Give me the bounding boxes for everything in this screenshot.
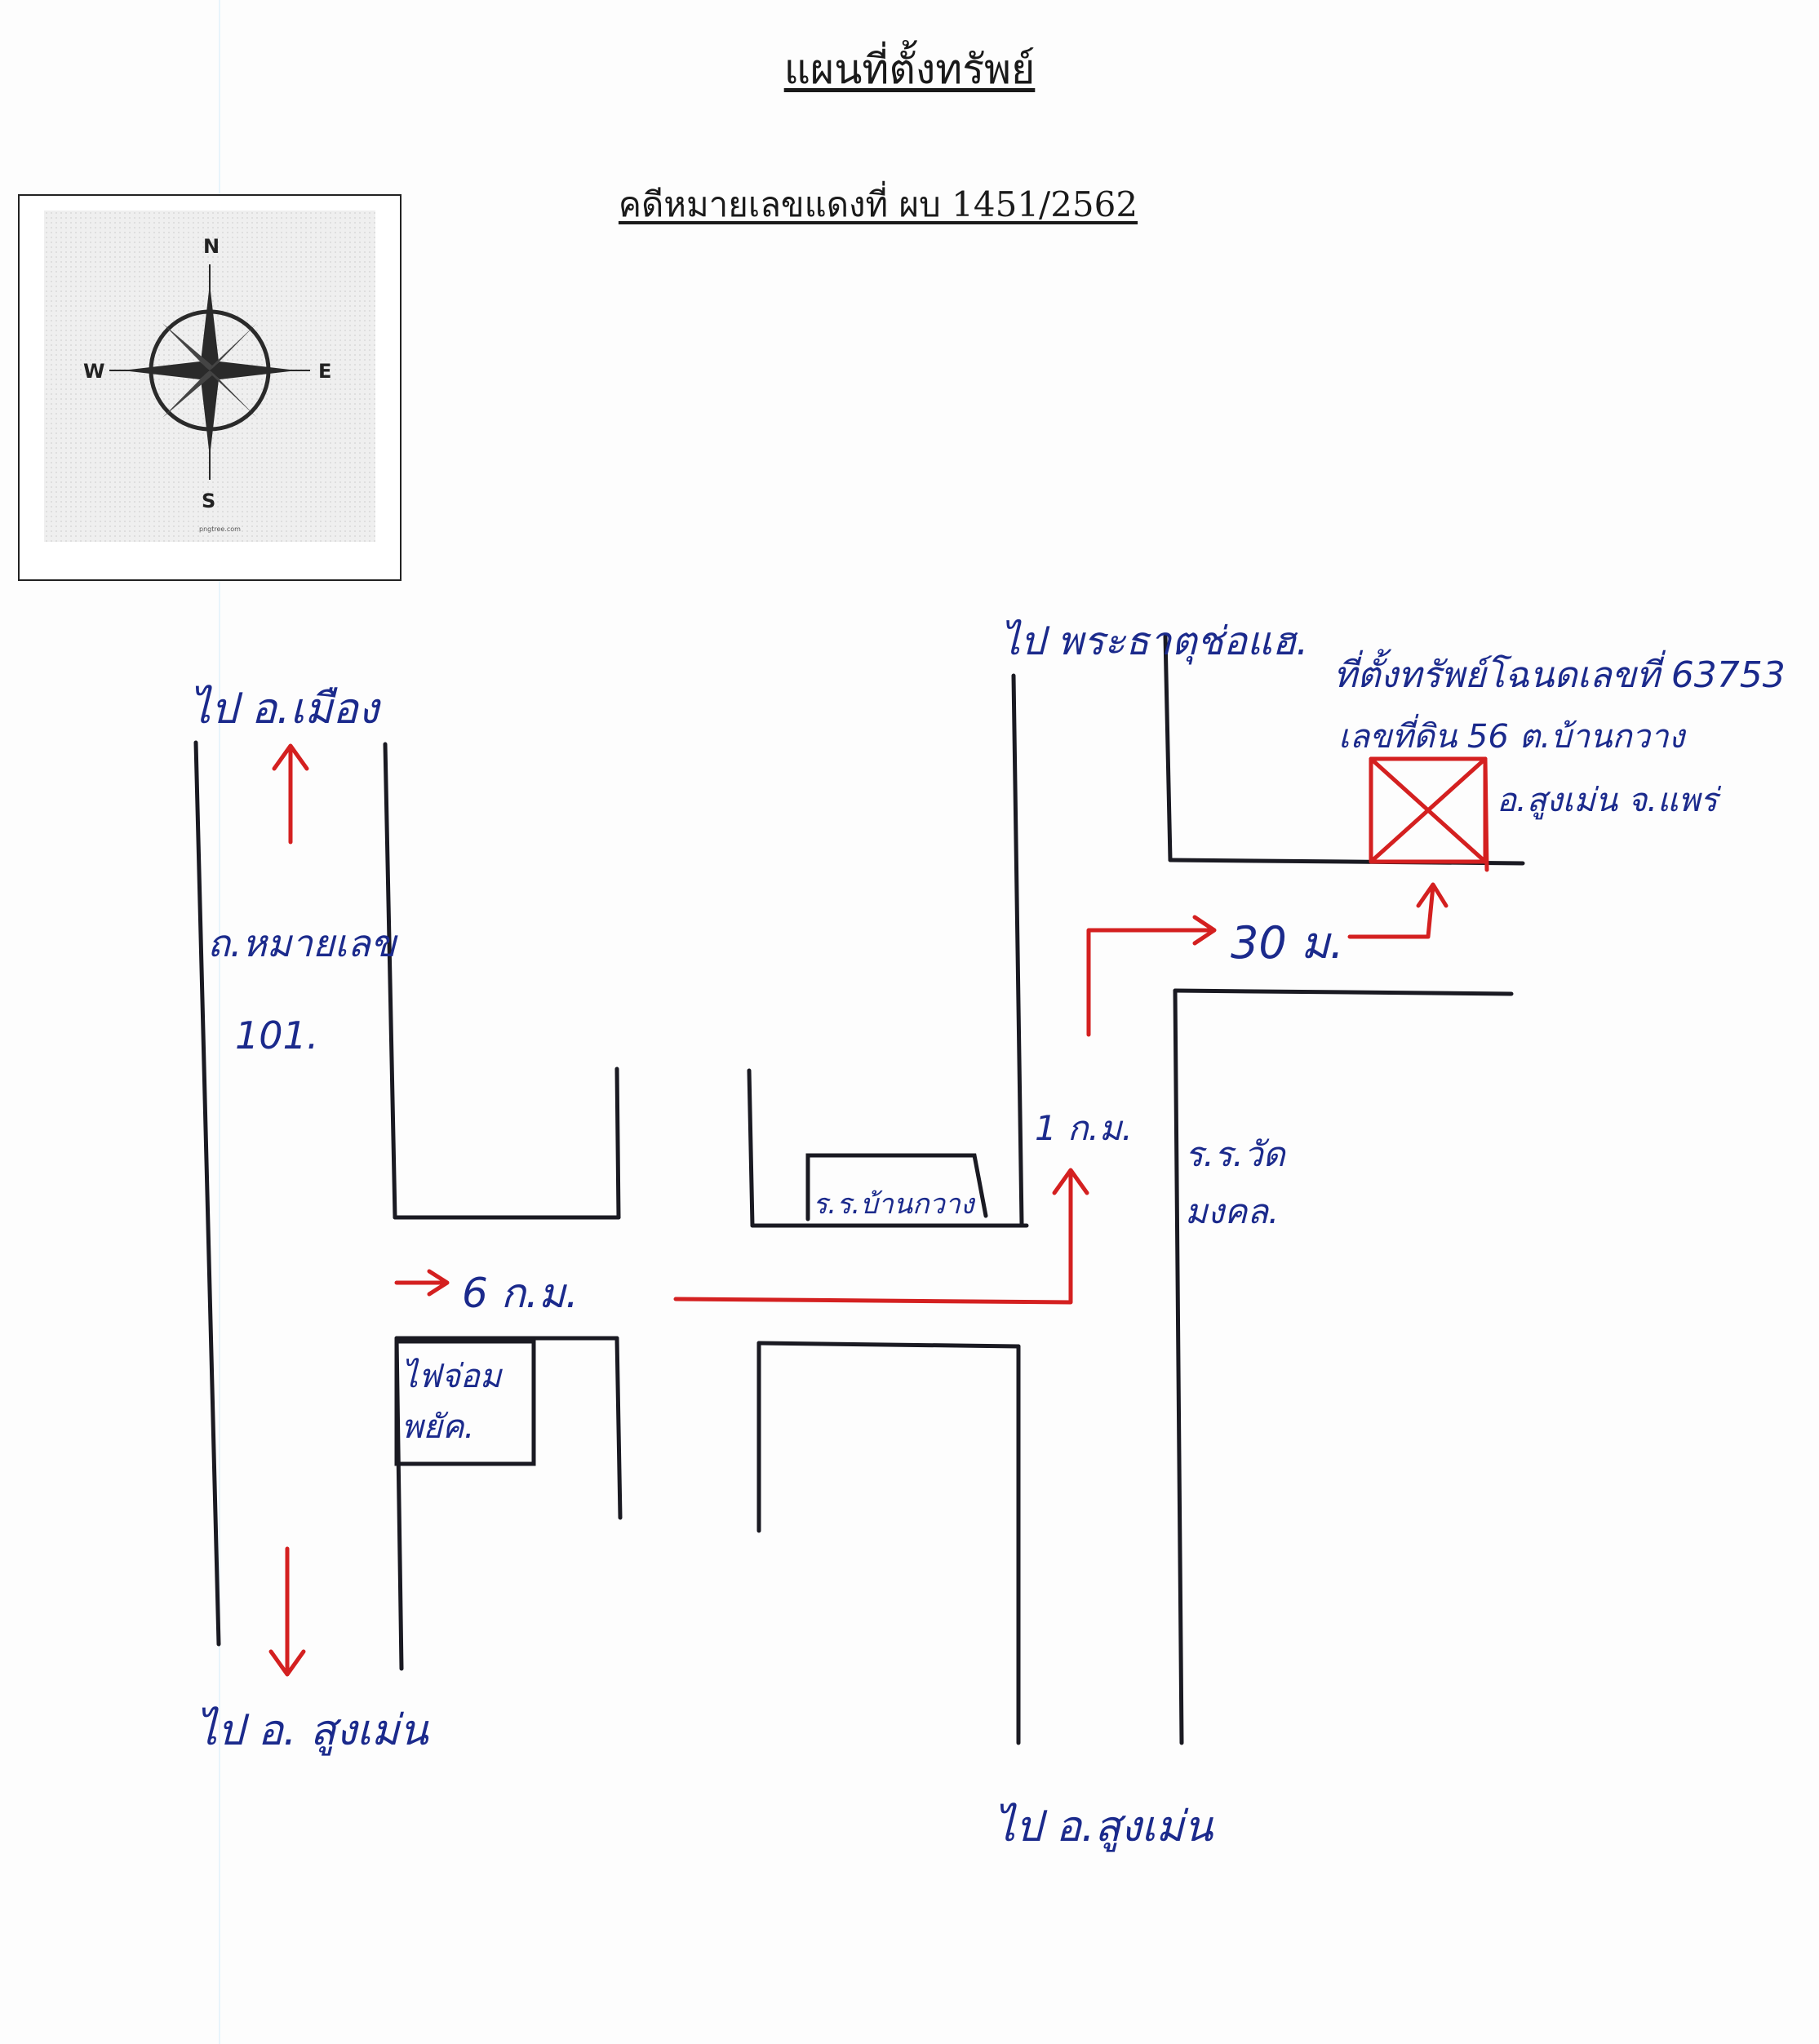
road-east-east-edge-upper xyxy=(1163,634,1173,862)
road-east-west-edge-upper xyxy=(1011,673,1024,1226)
scan-artifact-line xyxy=(219,0,220,2044)
label-suam-pue-wat: ไฟจ่อม พยัค. xyxy=(402,1358,502,1446)
label-distance-1km: 1 ก.ม. xyxy=(1035,1108,1133,1148)
label-highway-number: 101. xyxy=(235,1013,319,1057)
route-north-turn xyxy=(1086,928,1215,1037)
road-highway-east-edge-upper xyxy=(383,742,397,1220)
road-middle-north-west xyxy=(747,1068,755,1228)
label-school-ban-kwang: ร.ร.บ้านกวาง xyxy=(813,1188,974,1221)
label-land-number: เลขที่ดิน 56 ต.บ้านกวาง xyxy=(1338,718,1685,756)
label-district: อ.สูงเม่น จ.แพร่ xyxy=(1497,782,1718,819)
property-marker-post xyxy=(1483,756,1489,872)
compass-west-label: W xyxy=(83,360,105,383)
suam-pue-wat-box xyxy=(394,1339,536,1466)
road-middle-south-edge xyxy=(756,1341,1021,1349)
label-distance-30m: 30 ม. xyxy=(1231,917,1344,969)
road-property-lane-south xyxy=(1173,988,1514,996)
school-ban-kwang-box xyxy=(805,1153,988,1222)
compass-north-label: N xyxy=(203,235,220,258)
arrow-to-song-south-head xyxy=(268,1649,306,1677)
road-highway-west-edge xyxy=(193,740,221,1647)
route-north-turn-head xyxy=(1192,915,1217,946)
route-main-path-head xyxy=(1052,1168,1089,1195)
label-to-phra-that: ไป พระธาตุช่อแฮ. xyxy=(1000,619,1309,664)
label-to-song-bottom: ไป อ.สูงเม่น xyxy=(994,1802,1213,1851)
case-number: คดีหมายเลขแดงที่ ผบ 1451/2562 xyxy=(618,184,1138,224)
label-distance-6km: 6 ก.ม. xyxy=(462,1270,579,1317)
label-to-song-south: ไป อ. สูงเม่น xyxy=(196,1706,428,1755)
route-arrows xyxy=(268,743,1489,1677)
route-30m-head xyxy=(1416,882,1449,908)
road-junction-upper-stub xyxy=(614,1066,621,1220)
road-east-east-edge-lower xyxy=(1173,988,1184,1745)
label-highway: ถ.หมายเลข xyxy=(207,921,397,965)
compass-south-label: S xyxy=(202,490,216,512)
road-junction-lower-stub xyxy=(614,1336,623,1520)
compass-credit: pngtree.com xyxy=(199,525,241,533)
compass-image: N S E W pngtree.com xyxy=(44,211,375,542)
compass-panel: N S E W pngtree.com xyxy=(18,194,402,581)
roads xyxy=(193,634,1525,1745)
route-30m xyxy=(1347,884,1435,939)
arrow-to-mueang-head xyxy=(272,743,309,771)
compass-east-label: E xyxy=(318,360,332,383)
page-title: แผนที่ตั้งทรัพย์ xyxy=(783,46,1036,93)
label-school-wat-mongkhon: ร.ร.วัด มงคล. xyxy=(1185,1134,1285,1231)
arrow-6km-head xyxy=(427,1269,450,1297)
compass-rose-icon xyxy=(109,264,310,480)
label-to-mueang: ไป อ.เมือง xyxy=(189,685,379,734)
label-property-location: ที่ตั้งทรัพย์โฉนดเลขที่ 63753 xyxy=(1333,654,1786,696)
property-marker-cross-b xyxy=(1369,756,1488,864)
route-main-path xyxy=(673,1169,1073,1305)
